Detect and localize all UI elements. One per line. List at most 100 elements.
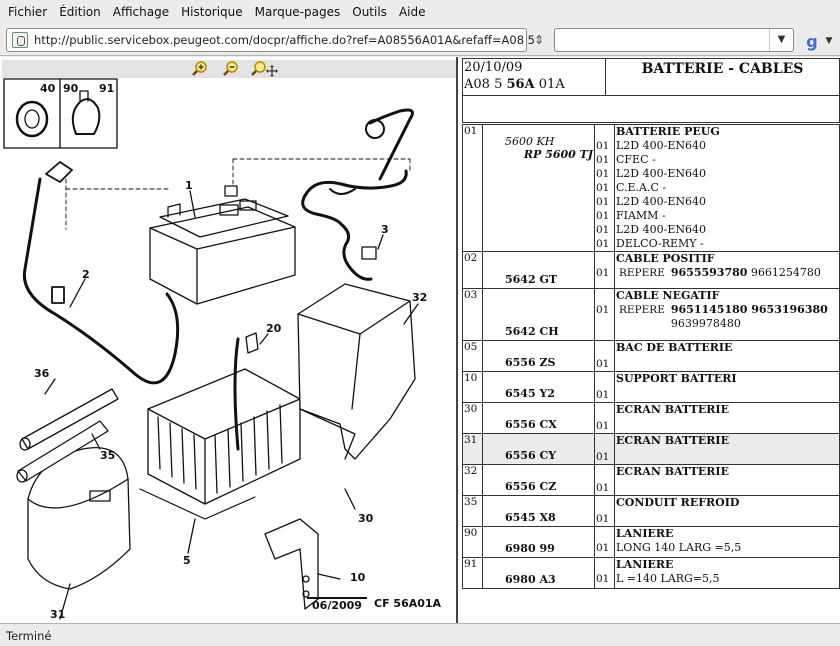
part-index: 10 bbox=[462, 371, 483, 403]
part-detail-line: L2D 400-EN640 bbox=[616, 139, 706, 152]
header-ref-post: 01A bbox=[534, 77, 565, 92]
part-quantity: 01 bbox=[596, 182, 610, 194]
part-quantity-cell: 01 bbox=[594, 557, 615, 589]
search-engine-icon[interactable]: g bbox=[806, 32, 818, 51]
part-reference-cell: 6556 ZS bbox=[482, 340, 595, 372]
zoom-out-icon[interactable] bbox=[222, 60, 240, 78]
url-bar[interactable]: http://public.servicebox.peugeot.com/doc… bbox=[6, 28, 535, 52]
menu-outils[interactable]: Outils bbox=[352, 4, 387, 19]
header-info: 20/10/09 A08 5 56A 01A bbox=[463, 59, 606, 95]
callout-2: 2 bbox=[82, 268, 90, 281]
part-index: 90 bbox=[462, 526, 483, 558]
menu-affichage[interactable]: Affichage bbox=[112, 4, 170, 19]
part-reference-cell: 5642 CH bbox=[482, 288, 595, 341]
callout-3: 3 bbox=[381, 223, 389, 236]
url-text[interactable]: http://public.servicebox.peugeot.com/doc… bbox=[34, 33, 536, 47]
menu-aide[interactable]: Aide bbox=[398, 4, 426, 19]
menu-marque-pages[interactable]: Marque-pages bbox=[254, 4, 341, 19]
part-quantity: 01 bbox=[596, 482, 610, 494]
callout-20: 20 bbox=[266, 322, 282, 335]
callout-91: 91 bbox=[99, 82, 114, 95]
search-input[interactable]: ▼ bbox=[554, 28, 794, 52]
diagram-pane: 40 90 91 1 2 3 32 20 36 35 30 10 5 31 06… bbox=[0, 57, 458, 623]
url-dropdown-icon[interactable]: ⇕ bbox=[533, 33, 545, 47]
search-engine-dropdown-icon[interactable]: ▼ bbox=[825, 36, 833, 46]
menu-historique[interactable]: Historique bbox=[181, 4, 243, 19]
part-quantity: 01 bbox=[596, 154, 610, 166]
part-quantity-cell: 01 bbox=[594, 526, 615, 558]
part-index: 35 bbox=[462, 495, 483, 527]
part-quantity-cell: 01 bbox=[594, 464, 615, 496]
part-title: ECRAN BATTERIE bbox=[616, 465, 729, 478]
part-index: 02 bbox=[462, 251, 483, 289]
zoom-toolbar bbox=[2, 60, 456, 78]
part-designation-cell: SUPPORT BATTERI bbox=[614, 371, 840, 403]
menu-edition[interactable]: Édition bbox=[59, 4, 101, 19]
zoom-in-icon[interactable] bbox=[191, 60, 209, 78]
part-repere-main: 9655593780 bbox=[670, 266, 748, 279]
part-detail-line: L =140 LARG=5,5 bbox=[616, 572, 720, 585]
part-index: 03 bbox=[462, 288, 483, 341]
callout-30: 30 bbox=[358, 512, 374, 525]
part-title: ECRAN BATTERIE bbox=[616, 403, 729, 416]
part-reference[interactable]: 6556 CX bbox=[505, 418, 557, 431]
part-index: 31 bbox=[462, 433, 483, 465]
part-quantity: 01 bbox=[596, 389, 610, 401]
header-ref: A08 5 56A 01A bbox=[464, 76, 605, 93]
part-reference[interactable]: 6556 CZ bbox=[505, 480, 557, 493]
part-repere-extra: 9661254780 bbox=[747, 266, 821, 279]
callout-32: 32 bbox=[412, 291, 427, 304]
part-reference-cell: 6556 CY bbox=[482, 433, 595, 465]
part-index: 01 bbox=[462, 124, 483, 252]
menu-fichier[interactable]: Fichier bbox=[8, 4, 48, 19]
menu-bar: Fichier Édition Affichage Historique Mar… bbox=[0, 0, 840, 23]
part-quantity: 01 bbox=[596, 304, 610, 316]
part-detail-line: L2D 400-EN640 bbox=[616, 223, 706, 236]
part-alt-reference: RP 5600 TJ bbox=[523, 148, 593, 161]
header-date: 20/10/09 bbox=[464, 60, 523, 75]
part-repere-label: REPERE bbox=[619, 304, 665, 316]
part-row[interactable]: 10 6545 Y2 01 SUPPORT BATTERI bbox=[462, 371, 840, 403]
part-reference[interactable]: 6556 ZS bbox=[505, 356, 556, 369]
part-quantity: 01 bbox=[596, 210, 610, 222]
site-identity-icon[interactable] bbox=[12, 32, 28, 48]
part-title: LANIERE bbox=[616, 527, 674, 540]
part-quantity: 01 bbox=[596, 196, 610, 208]
search-dropdown-icon[interactable]: ▼ bbox=[769, 29, 793, 51]
part-title: CABLE POSITIF bbox=[616, 252, 715, 265]
part-quantity-cell: 01 bbox=[594, 495, 615, 527]
part-index: 05 bbox=[462, 340, 483, 372]
part-quantity: 01 bbox=[596, 573, 610, 585]
part-reference[interactable]: 6980 A3 bbox=[505, 573, 556, 586]
part-reference[interactable]: 6980 99 bbox=[505, 542, 555, 555]
zoom-pan-icon[interactable] bbox=[250, 60, 280, 78]
part-quantity-cell: 01 bbox=[594, 433, 615, 465]
part-reference[interactable]: 6545 X8 bbox=[505, 511, 556, 524]
part-reference[interactable]: 6545 Y2 bbox=[505, 387, 555, 400]
part-reference[interactable]: 6556 CY bbox=[505, 449, 557, 462]
part-quantity-cell: 01 bbox=[594, 402, 615, 434]
part-title: BATTERIE PEUG bbox=[616, 125, 720, 138]
part-reference[interactable]: 5642 GT bbox=[505, 273, 558, 286]
part-quantity-cell: 01 bbox=[594, 371, 615, 403]
part-reference[interactable]: 5642 CH bbox=[505, 325, 559, 338]
part-title: SUPPORT BATTERI bbox=[616, 372, 737, 385]
header-ref-bold: 56A bbox=[506, 77, 535, 92]
part-detail-line: LONG 140 LARG =5,5 bbox=[616, 541, 742, 554]
parts-header: 20/10/09 A08 5 56A 01A BATTERIE - CABLES bbox=[462, 58, 840, 96]
callout-35: 35 bbox=[100, 449, 115, 462]
